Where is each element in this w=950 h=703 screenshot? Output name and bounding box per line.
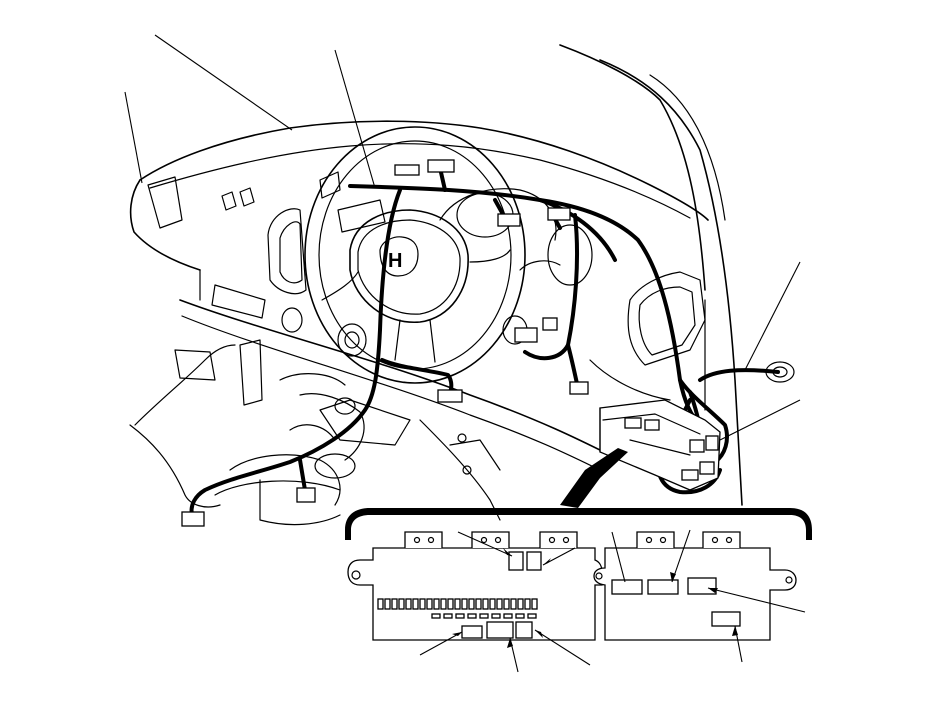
harness-connectors [181, 159, 589, 527]
leader-grommet [744, 261, 801, 371]
leader-left-end [124, 91, 143, 184]
callout-leaders-detail [419, 529, 806, 673]
under-dash-fuse-box [599, 399, 721, 491]
connector-right-3 [569, 381, 589, 395]
connector-center-low [437, 389, 463, 403]
connector-left-end [181, 511, 205, 527]
leader-main-harness [334, 49, 376, 189]
dashboard-outline [129, 44, 795, 526]
callout-leaders-top [124, 34, 801, 441]
connector-meter-1 [497, 213, 521, 227]
honda-logo: H [388, 250, 402, 272]
connector-right-2 [542, 317, 558, 331]
connector-console [296, 487, 316, 503]
fuse-row [377, 598, 538, 610]
detail-pointer [560, 448, 628, 508]
connector-column [394, 164, 420, 176]
connector-right-1 [514, 327, 538, 343]
detail-left-box [347, 531, 603, 641]
detail-right-box [593, 531, 797, 641]
leader-dashboard [154, 34, 293, 131]
detail-view [345, 508, 812, 673]
leader-fuse-box [719, 399, 801, 441]
connector-top-center [427, 159, 455, 173]
connector-meter-2 [547, 207, 571, 221]
